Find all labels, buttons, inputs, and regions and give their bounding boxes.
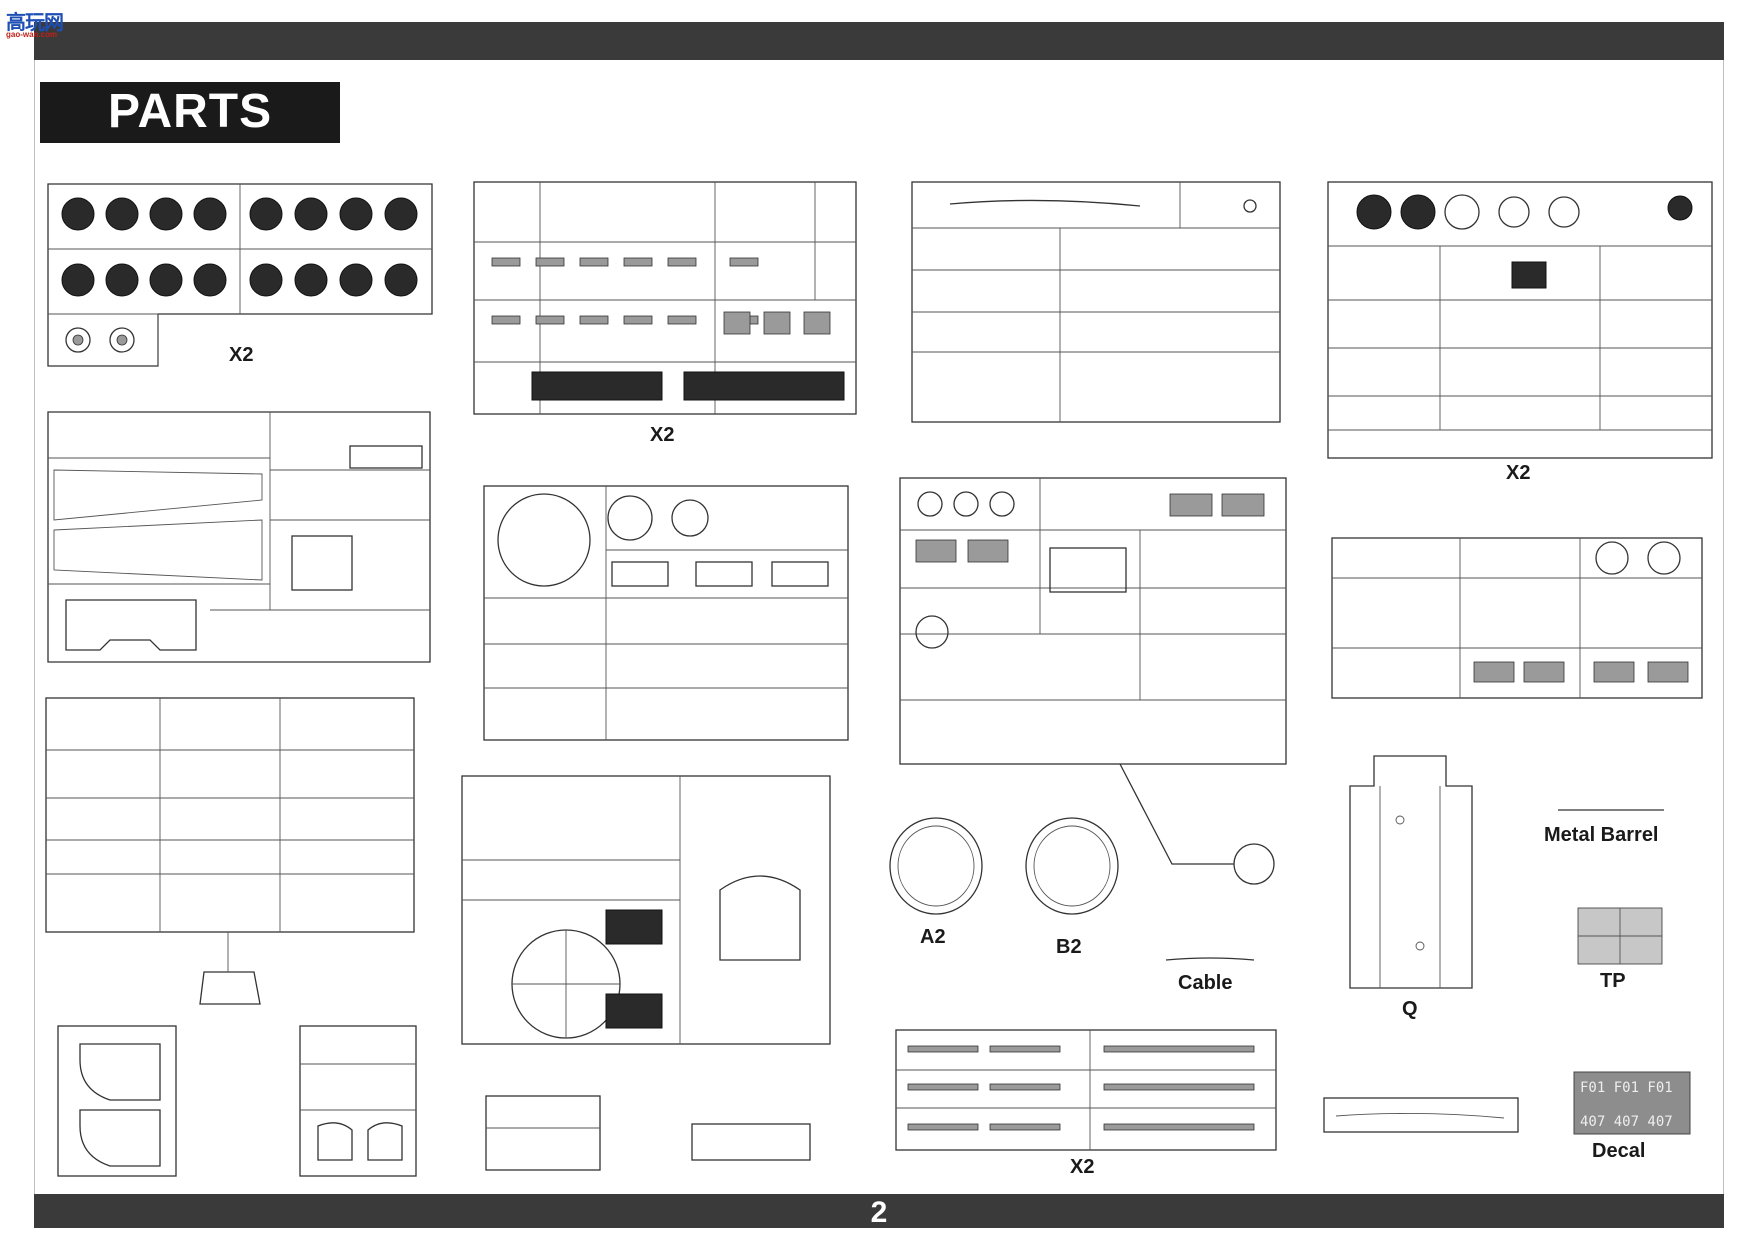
page-title: PARTS xyxy=(108,85,273,138)
logo-sub-text: gao-wan.com xyxy=(6,30,58,39)
sprue-c-drawing xyxy=(47,183,433,367)
sprue-n2-drawing xyxy=(1323,1097,1519,1133)
ring-a2-drawing xyxy=(889,817,983,915)
sprue-f-quantity-label: X2 xyxy=(1070,1156,1095,1178)
right-border xyxy=(1723,60,1724,1194)
sprue-b-drawing xyxy=(473,181,857,415)
decal-row-2: 407 407 407 xyxy=(1580,1114,1673,1130)
left-border xyxy=(34,60,35,1194)
cable-label: Cable xyxy=(1178,972,1233,994)
part-b2-label: B2 xyxy=(1056,936,1082,958)
part-a2-label: A2 xyxy=(920,926,946,948)
header-band xyxy=(34,22,1724,60)
page-number: 2 xyxy=(870,1196,888,1229)
sprue-v-drawing xyxy=(485,1095,601,1171)
sprue-b-quantity-label: X2 xyxy=(650,424,675,446)
sprue-d2-drawing xyxy=(461,775,831,1045)
sprue-g-drawing xyxy=(299,1025,417,1177)
decal-row-1: F01 F01 F01 xyxy=(1580,1080,1673,1096)
sprue-c2-drawing xyxy=(47,411,431,663)
tp-photoetch-drawing xyxy=(1577,907,1663,965)
sprue-k-drawing xyxy=(57,1025,177,1177)
sprue-e-quantity-label: X2 xyxy=(1506,462,1531,484)
sprue-e2-drawing xyxy=(899,477,1287,885)
sprue-small-parts-drawing xyxy=(45,697,415,1005)
lower-hull-q-label: Q xyxy=(1402,998,1418,1020)
page-title-box: PARTS xyxy=(40,82,340,143)
lower-hull-q-drawing xyxy=(1349,755,1473,989)
footer-band: 2 xyxy=(34,1194,1724,1229)
decal-label: Decal xyxy=(1592,1140,1646,1162)
ring-b2-drawing xyxy=(1025,817,1119,915)
sprue-t-drawing xyxy=(483,485,849,741)
sprue-j-drawing xyxy=(911,181,1281,423)
metal-barrel-label: Metal Barrel xyxy=(1544,824,1659,846)
sprue-h-drawing xyxy=(1331,537,1703,699)
logo-text: 高玩网 xyxy=(6,12,64,34)
sprue-f-drawing xyxy=(895,1029,1277,1151)
decal-sheet-drawing: F01 F01 F01 407 407 407 xyxy=(1573,1071,1691,1135)
tp-label: TP xyxy=(1600,970,1626,992)
site-logo: 高玩网 gao-wan.com xyxy=(6,6,72,39)
sprue-l2-drawing xyxy=(691,1123,811,1161)
sprue-e-drawing xyxy=(1327,181,1713,459)
cable-drawing xyxy=(1165,957,1255,961)
sprue-c-quantity-label: X2 xyxy=(229,344,254,366)
